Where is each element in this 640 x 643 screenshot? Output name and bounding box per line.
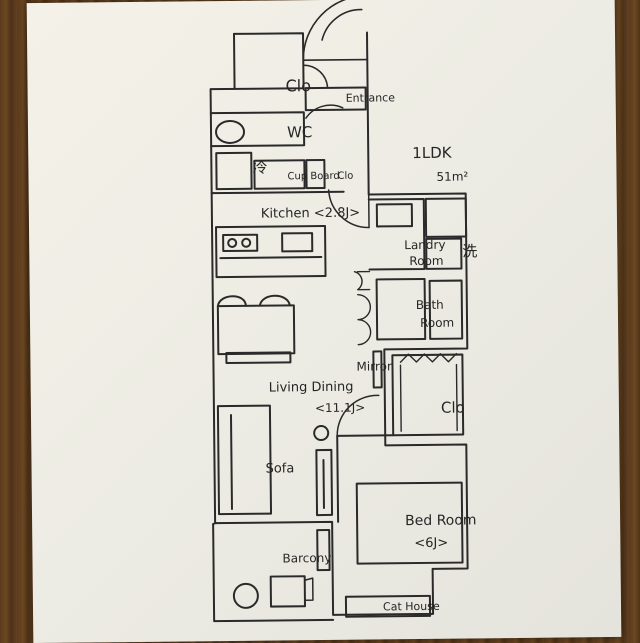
bedroom-label-1: Bed Room [405,513,477,528]
plant-pot [234,584,258,608]
living-label-2: <11.1J> [315,402,365,415]
bath-door [358,295,371,345]
balcony-box [271,576,305,606]
burner-left [228,239,236,247]
sofa-label: Sofa [265,462,294,475]
outer-wall-top-left [234,34,235,89]
fridge-label: 冷 [252,161,267,176]
bath-label-1: Bath [416,299,444,311]
divider-top [337,435,393,436]
mirror-label: Mirror [356,360,391,372]
laundry-cabinet [426,199,466,237]
lamp [314,426,328,440]
sofa-inner [231,415,232,509]
closet-rail-left [400,365,401,431]
balcony-ac [305,578,313,600]
balcony-label: Barcony [282,552,331,565]
chair-left [218,296,246,306]
closet-bed-label: Clo [441,401,465,416]
bedroom-label-2: <6J> [414,537,448,550]
burner-right [242,239,250,247]
laundry-sink [377,204,412,226]
counter-line [220,257,321,258]
sink [282,233,312,251]
floor-plan [27,0,622,643]
living-label-1: Living Dining [269,381,354,395]
chair-right [260,296,290,306]
paper-sheet: 1LDK 51m² Clo Entrance WC 冷 Cup Board Cl… [27,0,622,643]
closet-top-label: Clo [285,78,311,94]
cupboard-label: Cup Board [287,172,339,183]
left-wall-lower [213,523,215,524]
wc-door-swing [306,105,343,118]
laundry-door [354,272,369,290]
sofa [218,406,271,515]
wc-label: WC [287,125,312,140]
divider-wall [337,436,338,522]
layout-label: 1LDK [412,146,451,161]
cupboard-wall [212,192,344,193]
bath-label-2: Room [420,317,454,329]
laundry-label-1: Landry [404,239,445,251]
entrance-door-swing [322,10,362,40]
shelf-line [323,460,324,508]
fridge-box [216,153,251,189]
entrance-label: Entrance [346,92,395,104]
area-label: 51m² [436,170,468,182]
bed-closet [392,355,463,436]
toilet [216,121,244,143]
dining-table [218,305,294,354]
closet-small-label: Clo [337,172,353,182]
washer-label: 洗 [462,244,477,259]
kitchen-label: Kitchen <2.8J> [261,207,360,221]
cat-house-label: Cat House [383,601,440,613]
laundry-label-2: Room [409,255,443,267]
